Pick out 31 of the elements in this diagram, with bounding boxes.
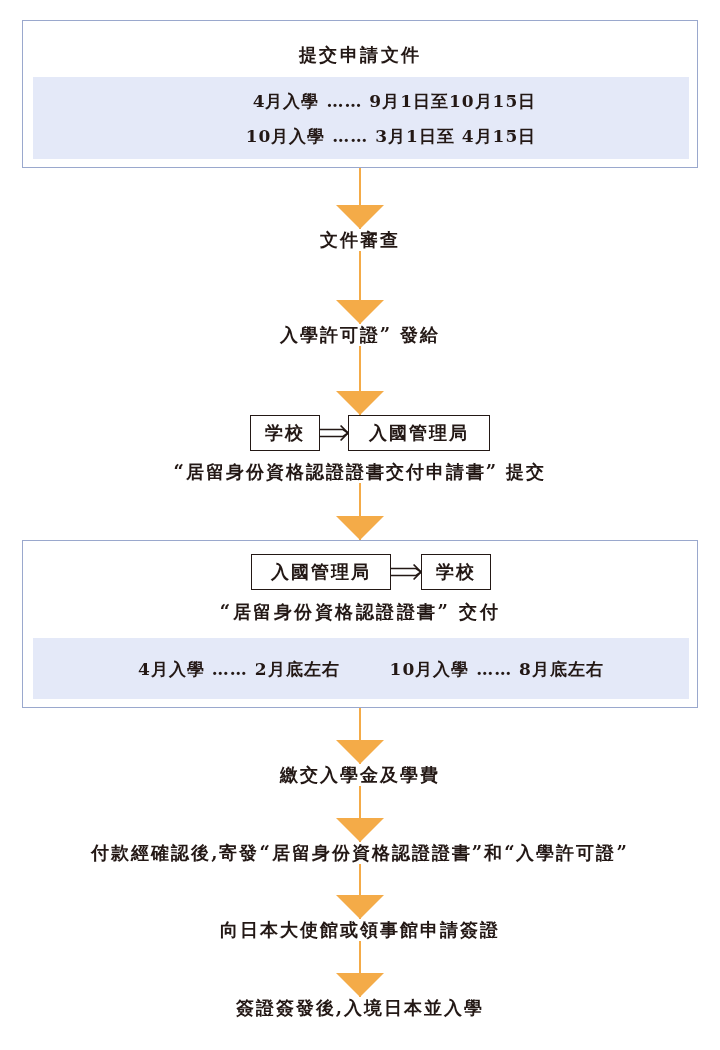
office-box: 学校 [250, 415, 320, 451]
process-box [22, 20, 698, 168]
step-text: 繳交入學金及學費 [280, 764, 440, 786]
process-box [22, 540, 698, 708]
flow-arrow [336, 863, 384, 920]
date-line: 4月入學 …… 9月1日至10月15日 [252, 89, 537, 113]
flow-arrow [336, 940, 384, 998]
step-text: 文件審查 [320, 229, 400, 251]
flow-arrow [336, 482, 384, 541]
step-title: “居留身份資格認證證書” 交付 [219, 601, 501, 623]
step-text: 簽證簽發後,入境日本並入學 [235, 997, 485, 1019]
date-band [33, 638, 689, 699]
double-arrow [390, 563, 422, 581]
office-box: 入國管理局 [348, 415, 490, 451]
flow-arrow [336, 250, 384, 325]
flow-arrow [336, 345, 384, 416]
date-band [33, 77, 689, 159]
date-line: 10月入學 …… 3月1日至 4月15日 [245, 124, 537, 148]
step-text: 向日本大使館或領事館申請簽證 [220, 919, 500, 941]
flow-arrow [336, 167, 384, 230]
step-text: 付款經確認後,寄發“居留身份資格認證證書”和“入學許可證” [91, 842, 629, 864]
flow-arrow [336, 785, 384, 843]
date-line: 4月入學 …… 2月底左右 [138, 657, 340, 681]
step-text: 入學許可證” 發給 [279, 324, 441, 346]
office-box: 学校 [421, 554, 491, 590]
step-title: 提交申請文件 [298, 44, 422, 66]
flow-arrow [336, 707, 384, 765]
date-line: 10月入學 …… 8月底左右 [389, 657, 604, 681]
double-arrow [319, 424, 349, 442]
office-box: 入國管理局 [251, 554, 391, 590]
step-text: “居留身份資格認證證書交付申請書” 提交 [173, 461, 547, 483]
